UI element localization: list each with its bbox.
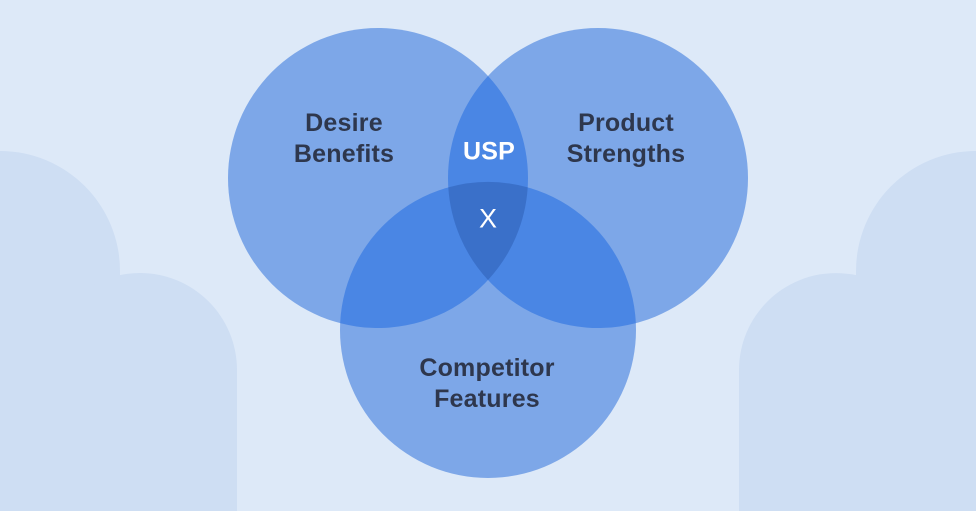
overlap-center-triple (448, 181, 528, 280)
decor-arch-right-front (739, 273, 933, 511)
label-product-strengths: Product Strengths (567, 108, 685, 170)
label-desire-line1: Desire (305, 109, 383, 137)
label-x-core: X (478, 203, 498, 234)
label-competitor-features: Competitor Features (419, 353, 554, 415)
label-desire-benefits: Desire Benefits (294, 108, 394, 170)
label-competitor-line1: Competitor (419, 354, 555, 382)
background-decor (0, 151, 976, 511)
label-competitor-line2: Features (434, 385, 540, 413)
label-product-line1: Product (578, 109, 674, 137)
label-product-line2: Strengths (566, 140, 686, 168)
decor-arch-left-front (43, 273, 237, 511)
label-usp: USP (462, 137, 516, 166)
label-desire-line2: Benefits (293, 140, 395, 168)
